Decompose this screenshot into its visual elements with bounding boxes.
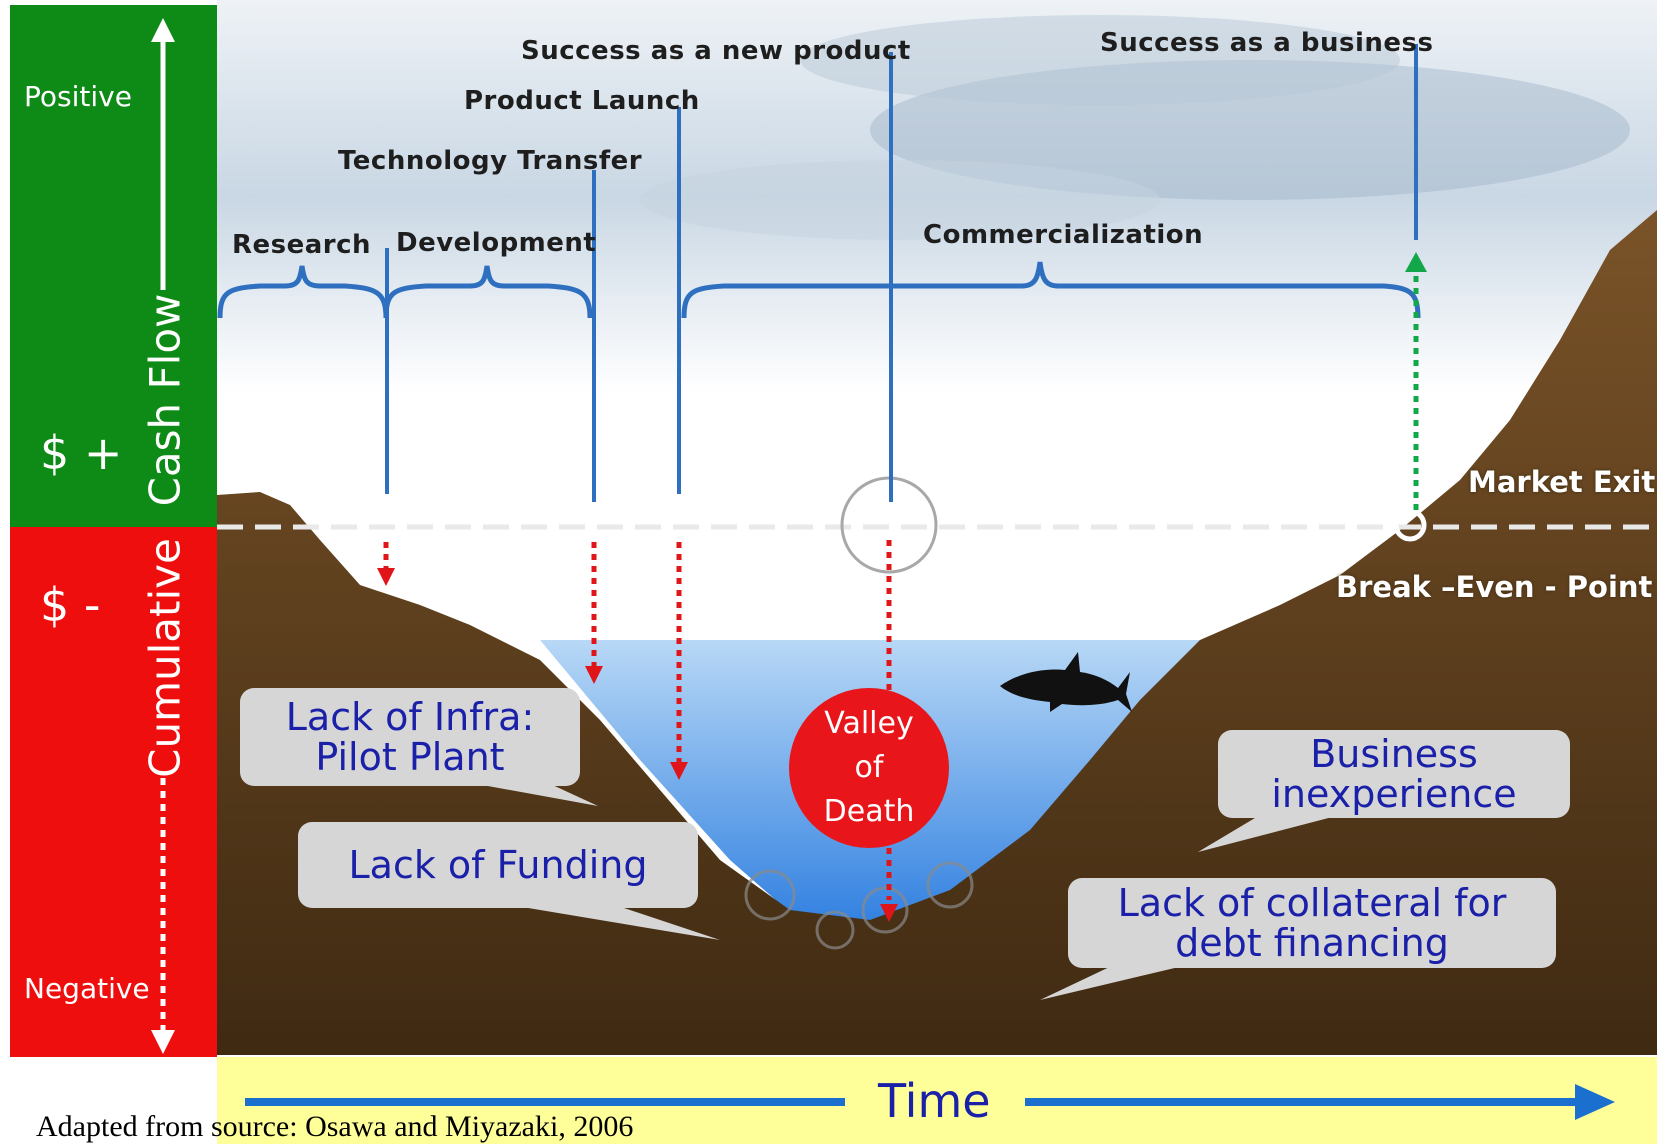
callout-collateral-line-2: debt financing (1175, 921, 1449, 965)
success-green-arrowhead (1405, 252, 1427, 272)
callout-business-line-1: Business (1310, 732, 1478, 776)
stage-development: Development (396, 228, 597, 258)
dollar-minus-label: $ - (40, 578, 101, 632)
callout-lack-of-funding: Lack of Funding (298, 822, 698, 908)
negative-arrowhead (151, 1030, 175, 1054)
break-even-label: Break –Even - Point (1336, 570, 1653, 604)
milestone-technology-transfer: Technology Transfer (338, 146, 643, 176)
callout-lack-of-infra: Lack of Infra: Pilot Plant (240, 688, 580, 786)
cloud (640, 160, 1160, 240)
milestone-product-launch: Product Launch (464, 86, 700, 116)
cumulative-label: Cumulative (140, 538, 190, 778)
milestone-success-business: Success as a business (1100, 28, 1434, 58)
cash-flow-label: Cash Flow (140, 293, 190, 507)
callout-business-inexperience: Business inexperience (1218, 730, 1570, 818)
negative-label: Negative (24, 972, 150, 1005)
time-label: Time (878, 1074, 991, 1128)
positive-zone (10, 5, 217, 527)
callout-business-line-2: inexperience (1271, 772, 1517, 816)
milestone-success-new-product: Success as a new product (521, 36, 911, 66)
callout-infra-line-1: Lack of Infra: (285, 695, 535, 739)
source-citation: Adapted from source: Osawa and Miyazaki,… (36, 1110, 634, 1143)
market-exit-marker (1393, 508, 1427, 542)
valley-line-3: Death (823, 794, 915, 829)
red-drop-arrows (383, 540, 892, 900)
callout-lack-of-collateral: Lack of collateral for debt financing (1068, 878, 1556, 968)
stage-brackets (217, 261, 1421, 319)
positive-arrowhead (151, 18, 175, 42)
dollar-plus-label: $ + (40, 426, 123, 480)
positive-label: Positive (24, 80, 132, 113)
stage-research: Research (232, 230, 372, 260)
red-drop-arrowheads (377, 568, 898, 922)
shark-icon (1000, 652, 1132, 712)
callout-collateral-line-1: Lack of collateral for (1117, 881, 1507, 925)
stage-commercialization: Commercialization (923, 220, 1204, 250)
callout-funding-text: Lack of Funding (348, 843, 648, 887)
negative-zone (10, 527, 217, 1057)
market-exit-label: Market Exit (1468, 465, 1656, 499)
valley-line-1: Valley (824, 706, 914, 741)
valley-of-death-circle: Valley of Death (789, 688, 949, 848)
cloud (800, 15, 1400, 105)
valley-line-2: of (854, 750, 884, 785)
callout-infra-line-2: Pilot Plant (315, 735, 505, 779)
time-arrowhead (1575, 1084, 1615, 1120)
bulbs-icon (744, 861, 974, 950)
milestone-lines (385, 44, 1418, 502)
